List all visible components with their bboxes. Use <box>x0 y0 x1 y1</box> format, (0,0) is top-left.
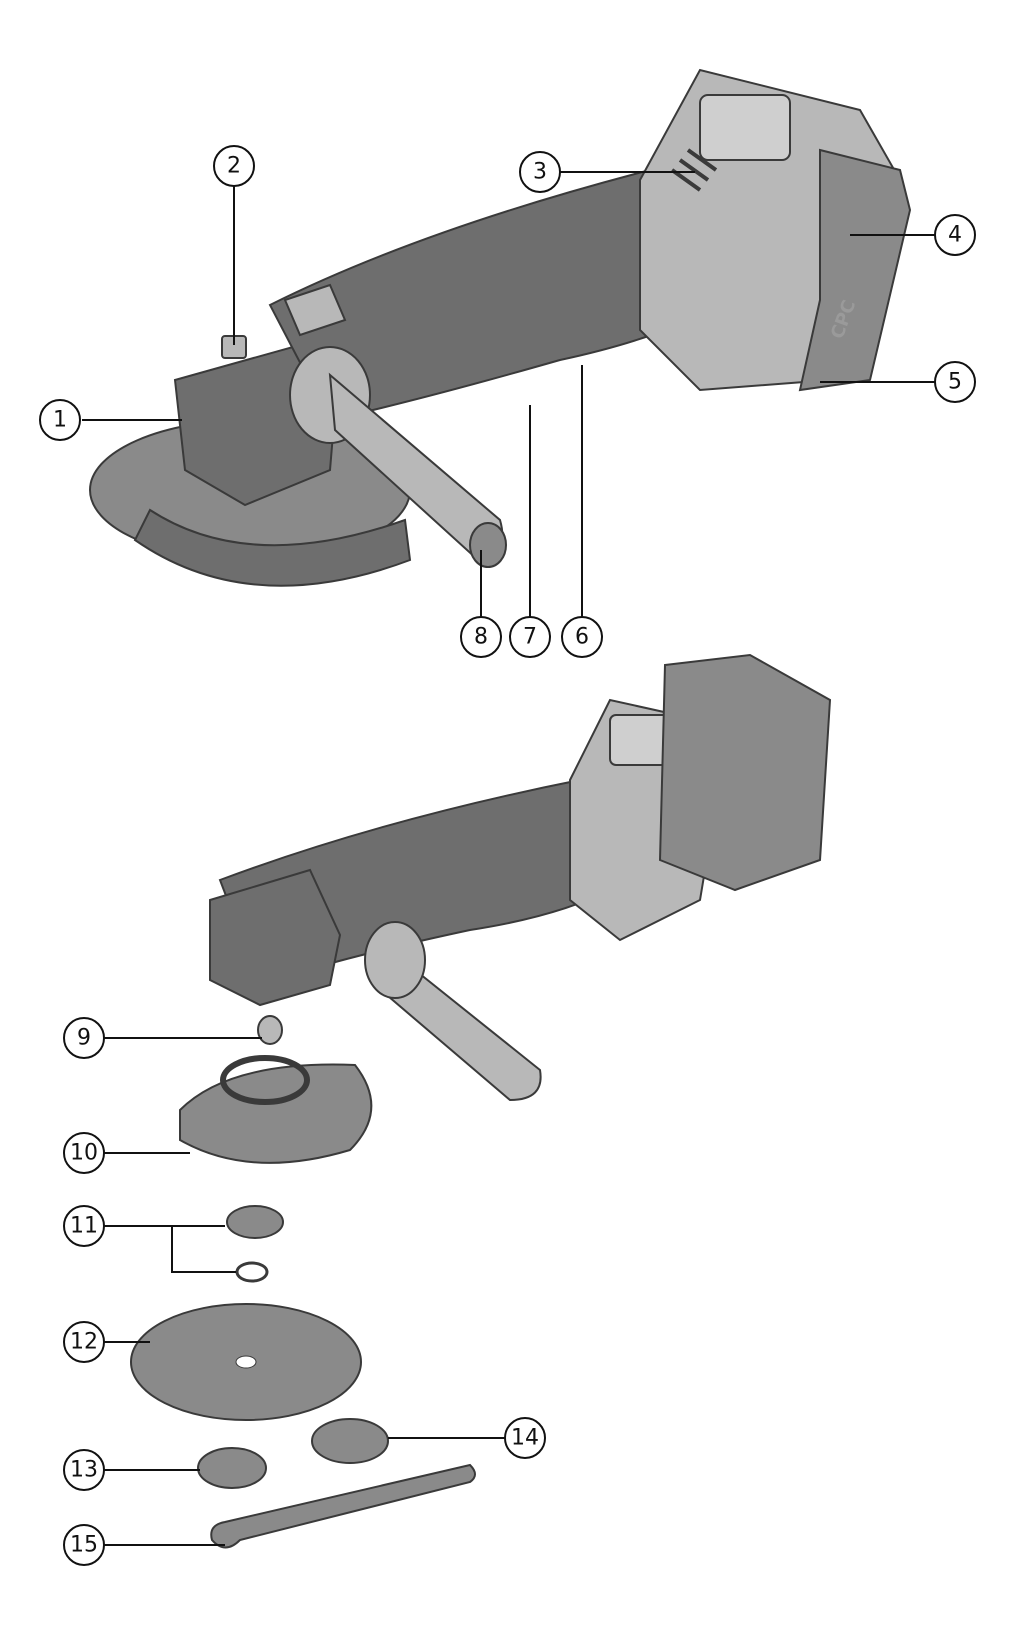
vent-slots <box>670 148 718 192</box>
callout-6-label: 6 <box>575 625 589 650</box>
quick-nut-14 <box>311 1418 389 1464</box>
callout-14: 14 <box>504 1417 546 1459</box>
gear-head-2 <box>209 868 342 1007</box>
spindle-9 <box>257 1015 283 1045</box>
grinder-assembled: CPC <box>89 68 912 587</box>
guard-front-lip <box>133 508 412 587</box>
battery-pack <box>798 148 912 392</box>
callout-1-label: 1 <box>53 408 67 433</box>
callout-2: 2 <box>213 145 255 187</box>
flange-11 <box>226 1205 284 1239</box>
guard-collar <box>220 1055 310 1105</box>
callout-14-label: 14 <box>511 1426 539 1451</box>
callout-12: 12 <box>63 1321 105 1363</box>
callout-9: 9 <box>63 1017 105 1059</box>
callout-15-label: 15 <box>70 1533 98 1558</box>
o-ring-11 <box>235 1261 269 1283</box>
callout-3-label: 3 <box>533 160 547 185</box>
battery-pack-2 <box>658 653 832 892</box>
wheel-guard <box>179 1063 373 1164</box>
side-handle-end <box>469 522 507 568</box>
grinder-exploded <box>130 653 832 1549</box>
callout-4-label: 4 <box>948 223 962 248</box>
callout-11: 11 <box>63 1205 105 1247</box>
callout-8-label: 8 <box>474 625 488 650</box>
spanner-15 <box>210 1463 476 1549</box>
callout-2-label: 2 <box>227 154 241 179</box>
callout-4: 4 <box>934 214 976 256</box>
callouts: 1 2 3 4 5 6 7 8 9 10 11 12 13 14 15 <box>39 145 976 1566</box>
battery-window <box>699 94 791 161</box>
side-handle-2-base <box>364 921 426 999</box>
callout-10-label: 10 <box>70 1141 98 1166</box>
callout-15: 15 <box>63 1524 105 1566</box>
callout-12-label: 12 <box>70 1330 98 1355</box>
callout-5-label: 5 <box>948 370 962 395</box>
callout-13-label: 13 <box>70 1458 98 1483</box>
flange-13 <box>197 1447 267 1489</box>
callout-8: 8 <box>460 616 502 658</box>
leader-11 <box>104 1225 236 1273</box>
callout-3: 3 <box>519 151 561 193</box>
callout-1: 1 <box>39 399 81 441</box>
top-switch <box>283 283 347 337</box>
callout-11-label: 11 <box>70 1214 98 1239</box>
callout-10: 10 <box>63 1132 105 1174</box>
callout-7-label: 7 <box>523 625 537 650</box>
callout-7: 7 <box>509 616 551 658</box>
disc-hole <box>235 1355 257 1369</box>
callout-6: 6 <box>561 616 603 658</box>
callout-9-label: 9 <box>77 1026 91 1051</box>
leader-lines <box>82 171 935 1546</box>
callout-5: 5 <box>934 361 976 403</box>
callout-13: 13 <box>63 1449 105 1491</box>
